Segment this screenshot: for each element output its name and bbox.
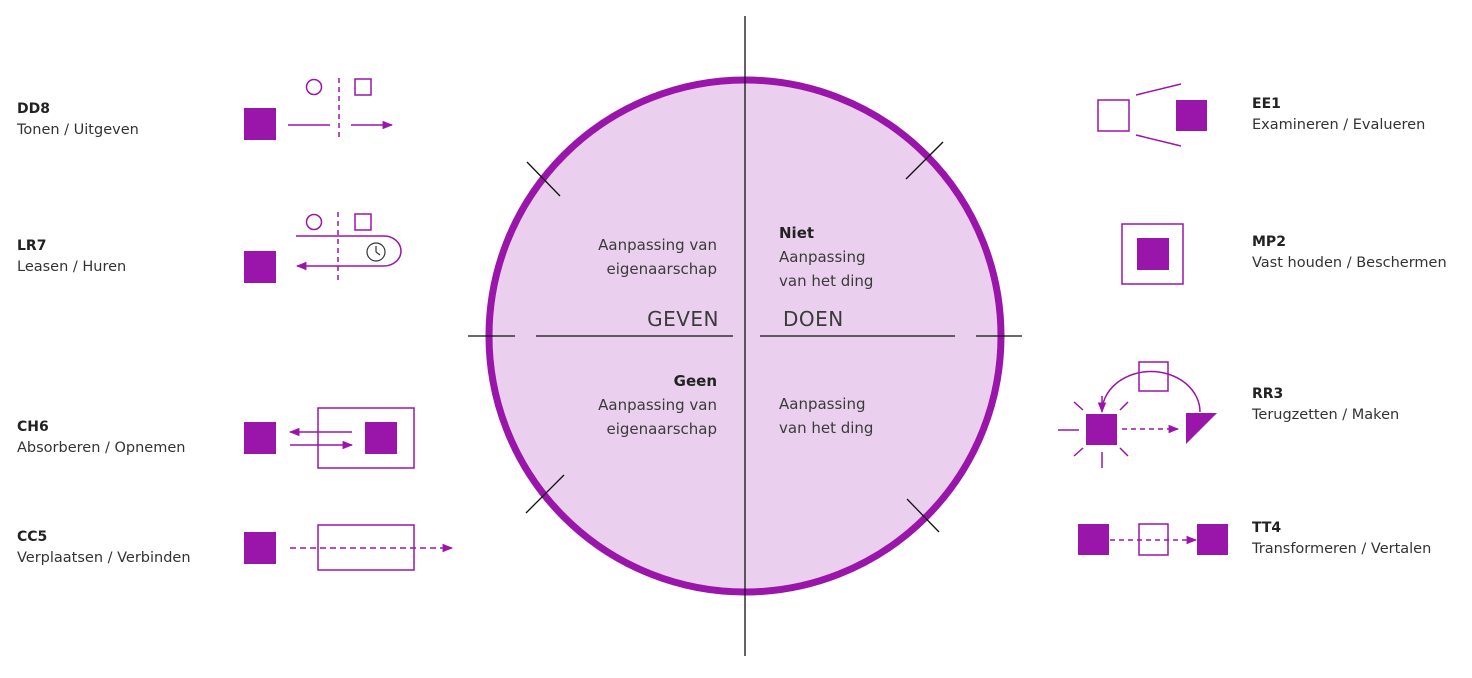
item-tt4: TT4 Transformeren / Vertalen bbox=[1252, 518, 1431, 560]
item-mp2: MP2 Vast houden / Beschermen bbox=[1252, 232, 1447, 274]
ee1-icon bbox=[1097, 83, 1207, 147]
axis-label-geven: GEVEN bbox=[647, 307, 719, 331]
tick-top-left bbox=[526, 161, 561, 197]
quadrant-text-line: van het ding bbox=[779, 419, 874, 437]
tick-top-right bbox=[905, 141, 944, 180]
item-code: CC5 bbox=[17, 529, 48, 545]
item-cc5: CC5 Verplaatsen / Verbinden bbox=[17, 527, 191, 569]
item-code: MP2 bbox=[1252, 234, 1286, 250]
quadrant-bold-label: Geen bbox=[673, 372, 717, 390]
item-ch6: CH6 Absorberen / Opnemen bbox=[17, 417, 185, 459]
quadrant-text-line: van het ding bbox=[779, 272, 874, 290]
rr3-icon bbox=[1058, 361, 1217, 468]
quadrant-text-line: eigenaarschap bbox=[606, 260, 718, 278]
quadrant-bottom-left-text: Geen Aanpassing van eigenaarschap bbox=[598, 369, 717, 441]
item-code: LR7 bbox=[17, 238, 47, 254]
item-code: CH6 bbox=[17, 419, 49, 435]
item-ee1: EE1 Examineren / Evalueren bbox=[1252, 94, 1425, 136]
quadrant-text-line: Aanpassing bbox=[779, 248, 866, 266]
quadrant-bottom-right-text: Aanpassing van het ding bbox=[779, 392, 873, 440]
item-name: Leasen / Huren bbox=[17, 259, 127, 275]
item-name: Transformeren / Vertalen bbox=[1252, 541, 1432, 557]
quadrant-bold-label: Niet bbox=[779, 224, 815, 242]
lr7-icon bbox=[244, 212, 402, 283]
quadrant-text-line: eigenaarschap bbox=[606, 420, 718, 438]
ch6-icon bbox=[244, 407, 415, 469]
quadrant-text-line: Aanpassing van bbox=[598, 396, 717, 414]
tick-bottom-right bbox=[906, 498, 940, 533]
dd8-icon bbox=[244, 78, 394, 140]
item-name: Terugzetten / Maken bbox=[1252, 407, 1400, 423]
item-name: Examineren / Evalueren bbox=[1252, 117, 1426, 133]
quadrant-top-left-text: Aanpassing van eigenaarschap bbox=[598, 233, 717, 281]
item-code: EE1 bbox=[1252, 96, 1281, 112]
item-name: Tonen / Uitgeven bbox=[17, 122, 139, 138]
item-name: Vast houden / Beschermen bbox=[1252, 255, 1447, 271]
item-lr7: LR7 Leasen / Huren bbox=[17, 236, 126, 278]
cc5-icon bbox=[244, 524, 454, 571]
quadrant-top-right-text: Niet Aanpassing van het ding bbox=[779, 221, 873, 293]
quadrant-text-line: Aanpassing bbox=[779, 395, 866, 413]
mp2-icon bbox=[1121, 223, 1184, 285]
tick-bottom-left bbox=[525, 474, 565, 514]
item-dd8: DD8 Tonen / Uitgeven bbox=[17, 99, 139, 141]
item-code: TT4 bbox=[1252, 520, 1282, 536]
item-code: RR3 bbox=[1252, 386, 1284, 402]
item-name: Absorberen / Opnemen bbox=[17, 440, 186, 456]
item-name: Verplaatsen / Verbinden bbox=[17, 550, 191, 566]
tt4-icon bbox=[1078, 523, 1228, 556]
item-code: DD8 bbox=[17, 101, 50, 117]
quadrant-text-line: Aanpassing van bbox=[598, 236, 717, 254]
axis-label-doen: DOEN bbox=[783, 307, 844, 331]
item-rr3: RR3 Terugzetten / Maken bbox=[1252, 384, 1399, 426]
